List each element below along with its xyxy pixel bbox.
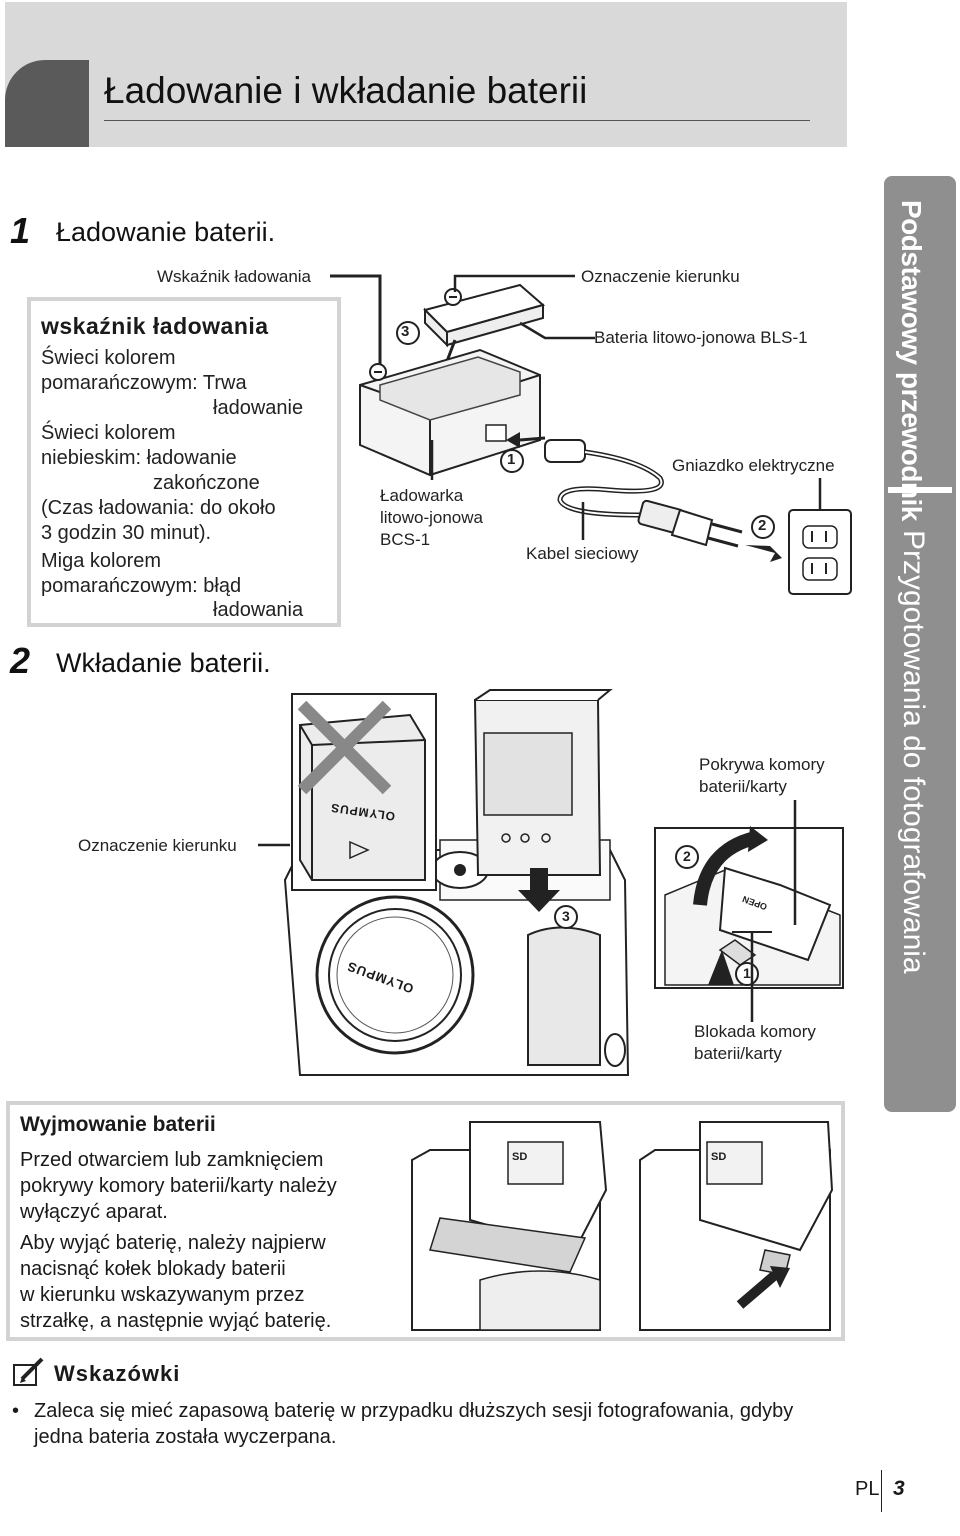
callout-line: pomarańczowym: Trwa xyxy=(41,372,247,394)
callout-line: zakończone xyxy=(153,472,260,494)
callout-line: Miga kolorem xyxy=(41,550,162,572)
charger-label: Ładowarka litowo-jonowa BCS-1 xyxy=(380,485,483,551)
removal-line: wyłączyć aparat. xyxy=(20,1201,168,1223)
callout-line: niebieskim: ładowanie xyxy=(41,447,237,469)
lock-step-1-number: 1 xyxy=(743,965,751,981)
removal-line: Aby wyjąć baterię, należy najpierw xyxy=(20,1232,326,1254)
direction-mark-label: Oznaczenie kierunku xyxy=(581,267,740,286)
charger-step-1-number: 1 xyxy=(507,451,516,468)
side-tab-divider xyxy=(888,487,952,493)
charging-indicator-label: Wskaźnik ładowania xyxy=(157,267,312,286)
header-tab-mark xyxy=(5,60,89,147)
step-2-number: 2 xyxy=(10,640,31,681)
tips-text: Zaleca się mieć zapasową baterię w przyp… xyxy=(34,1400,794,1448)
outlet-label: Gniazdko elektryczne xyxy=(672,456,835,475)
removal-line: nacisnąć kołek blokady baterii xyxy=(20,1258,286,1280)
callout-line: pomarańczowym: błąd xyxy=(41,575,242,597)
battery-lock-label: Blokada komory baterii/karty xyxy=(694,1021,816,1065)
callout-line: ładowania xyxy=(213,599,304,621)
chapter-side-tab xyxy=(884,176,956,1112)
battery-lock-label-line: Blokada komory xyxy=(694,1022,816,1041)
callout-line: (Czas ładowania: do około xyxy=(41,497,276,519)
removal-heading: Wyjmowanie baterii xyxy=(20,1113,216,1136)
step-1-number: 1 xyxy=(10,210,31,251)
battery-lock-label-line: baterii/karty xyxy=(694,1044,782,1063)
cable-label: Kabel sieciowy xyxy=(526,544,639,563)
callout-line: Świeci kolorem xyxy=(41,347,176,369)
battery-cover-label-line: Pokrywa komory xyxy=(699,755,825,774)
charger-step-3-number: 3 xyxy=(401,323,410,340)
pencil-note-icon xyxy=(13,1357,44,1386)
step-2-text: Wkładanie baterii. xyxy=(56,648,271,678)
callout-line: Świeci kolorem xyxy=(41,422,176,444)
tips-title: Wskazówki xyxy=(54,1361,181,1386)
page-title: Ładowanie i wkładanie baterii xyxy=(104,70,588,111)
footer-divider xyxy=(881,1470,882,1512)
battery-label: Bateria litowo-jonowa BLS-1 xyxy=(594,328,808,347)
footer-language: PL xyxy=(855,1478,880,1500)
cover-step-2-number: 2 xyxy=(683,848,691,864)
tips-bullet: • xyxy=(12,1400,20,1422)
sd-marking-right: SD xyxy=(711,1151,727,1163)
battery-cover-label-line: baterii/karty xyxy=(699,777,787,796)
title-rule xyxy=(104,120,810,121)
callout-line: ładowanie xyxy=(213,397,304,419)
header-band xyxy=(5,2,847,147)
callout-heading: wskaźnik ładowania xyxy=(41,313,269,339)
battery-removal-box: Wyjmowanie baterii Przed otwarciem lub z… xyxy=(6,1101,845,1341)
removal-line: strzałkę, a następnie wyjąć baterię. xyxy=(20,1310,332,1332)
removal-line: w kierunku wskazywanym przez xyxy=(20,1284,305,1306)
removal-line: Przed otwarciem lub zamknięciem xyxy=(20,1149,324,1171)
battery-cover-label: Pokrywa komory baterii/karty xyxy=(699,754,825,798)
charger-label-line: BCS-1 xyxy=(380,530,431,549)
charger-label-line: Ładowarka xyxy=(380,486,464,505)
direction-mark-label-2: Oznaczenie kierunku xyxy=(78,836,237,855)
charging-indicator-callout: wskaźnik ładowania Świeci kolorem pomara… xyxy=(27,297,341,627)
charger-label-line: litowo-jonowa xyxy=(380,508,483,527)
removal-line: pokrywy komory baterii/karty należy xyxy=(20,1175,337,1197)
charger-step-2-number: 2 xyxy=(758,517,767,534)
insert-step-3-number: 3 xyxy=(562,908,570,924)
page-number: 3 xyxy=(893,1477,905,1500)
callout-line: 3 godzin 30 minut). xyxy=(41,522,212,544)
step-1-text: Ładowanie baterii. xyxy=(56,217,276,247)
sd-marking-left: SD xyxy=(512,1151,528,1163)
